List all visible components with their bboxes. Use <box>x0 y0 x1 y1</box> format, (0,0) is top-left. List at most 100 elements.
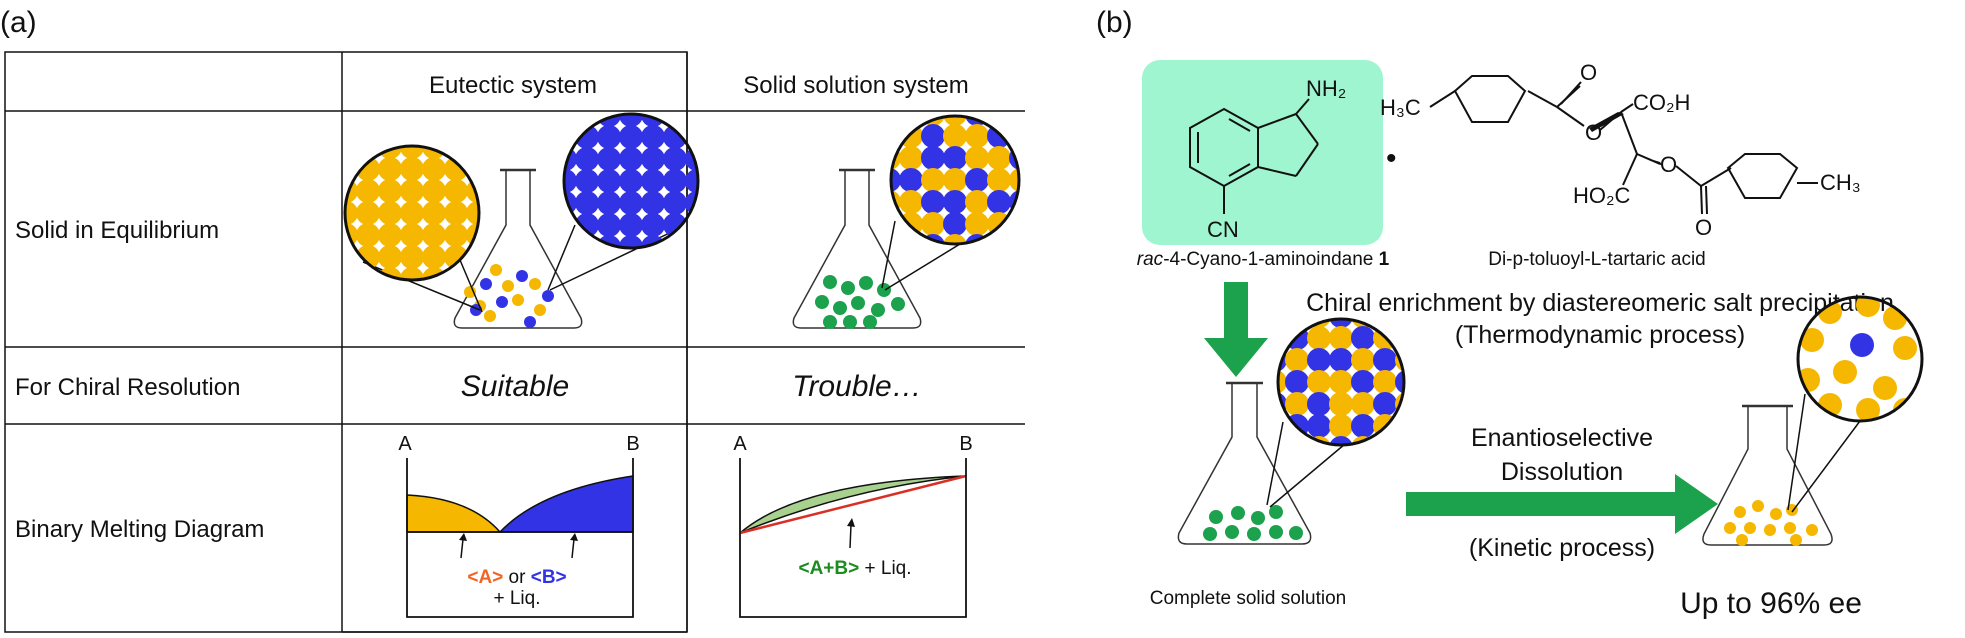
yellow-particle <box>1736 534 1748 546</box>
blue-particle <box>663 169 687 193</box>
green-particle <box>843 315 857 329</box>
mixed-particle <box>855 146 879 170</box>
green-particle <box>1209 510 1223 524</box>
panel-b-label: (b) <box>1096 6 1133 39</box>
mixed-particle <box>943 124 967 148</box>
blue-particle <box>575 191 599 215</box>
yellow-particle <box>490 264 502 276</box>
row-label-binary-melting: Binary Melting Diagram <box>15 516 264 543</box>
blue-particle <box>619 191 643 215</box>
complete-solid-flask <box>1177 381 1312 545</box>
green-particle <box>1225 525 1239 539</box>
mixed-particle <box>1395 326 1404 350</box>
eutectic-axis-a: A <box>398 433 412 455</box>
amine-cn: CN <box>1207 217 1239 242</box>
complete-solid-particles <box>1203 505 1303 541</box>
verdict-suitable: Suitable <box>461 370 569 403</box>
mixed-particle <box>1031 212 1055 236</box>
yellow-particle <box>488 245 512 269</box>
mixed-particle <box>855 212 879 236</box>
mixed-particle <box>1009 168 1019 192</box>
mixed-particle <box>1417 436 1441 460</box>
blue-particle <box>663 257 687 281</box>
mixed-particle <box>921 146 945 170</box>
solid-solution-flask <box>792 168 922 329</box>
eutectic-phase-label: <A> or <B> <box>467 567 566 588</box>
row-label-chiral-resolution: For Chiral Resolution <box>15 374 240 401</box>
yellow-particle <box>1724 522 1736 534</box>
mixed-particle <box>855 190 879 214</box>
mixed-particle <box>899 146 923 170</box>
blue-particle <box>531 257 555 281</box>
mixed-particle <box>1373 436 1397 445</box>
mixed-particle <box>1278 436 1287 445</box>
comparison-table <box>4 51 1025 633</box>
solid-solution-melting-diagram: A B <A+B> + Liq. <box>733 433 973 618</box>
yellow-particle <box>444 223 468 247</box>
yellow-particle <box>378 245 402 269</box>
result-label: Up to 96% ee <box>1680 587 1862 620</box>
mixed-particle <box>1278 370 1287 394</box>
kinetic-label: (Kinetic process) <box>1469 534 1655 562</box>
mixed-particle <box>921 190 945 214</box>
blue-particle <box>641 147 665 171</box>
eutectic-melting-diagram: A B <A> or <B> + Liq. <box>398 433 640 618</box>
acid-o1: O <box>1580 60 1597 85</box>
amine-structure <box>1189 98 1319 214</box>
blue-particle <box>641 191 665 215</box>
mixed-particle <box>1417 370 1441 394</box>
mixed-particle <box>1009 234 1019 244</box>
yellow-particle <box>488 179 512 203</box>
green-particle <box>815 295 829 309</box>
mixed-particle <box>1009 124 1019 148</box>
final-particles <box>1724 500 1818 546</box>
mixed-particle <box>1329 370 1353 394</box>
blue-particle <box>663 81 687 105</box>
mixed-particle <box>891 168 901 192</box>
acid-o4: O <box>1695 215 1712 240</box>
mixed-particle <box>1263 282 1287 306</box>
yellow-particle <box>1856 398 1880 421</box>
acid-name: Di-p-toluoyl-L-tartaric acid <box>1488 249 1706 270</box>
green-particle <box>1269 505 1283 519</box>
complete-solid-caption: Complete solid solution <box>1150 588 1346 609</box>
acid-ch3: CH₃ <box>1820 170 1861 195</box>
yellow-particle <box>444 179 468 203</box>
yellow-particle <box>312 201 336 225</box>
label-a: <A> <box>467 567 503 588</box>
yellow-particle <box>378 289 402 313</box>
green-particle <box>833 301 847 315</box>
blue-particle <box>480 278 492 290</box>
mixed-particle <box>921 124 945 148</box>
mixed-particle <box>1285 392 1309 416</box>
mixed-particle <box>1351 326 1375 350</box>
ss-axis-b: B <box>959 433 972 455</box>
mixed-particle <box>1329 392 1353 416</box>
blue-particle <box>619 213 643 237</box>
mixed-particle <box>1373 370 1397 394</box>
yellow-particle <box>466 146 479 159</box>
yellow-particle <box>400 201 424 225</box>
blue-particle <box>707 235 731 259</box>
yellow-particle <box>378 223 402 247</box>
mixed-particle <box>1307 458 1331 482</box>
mixed-particle <box>1031 80 1055 104</box>
mixed-particle <box>965 212 989 236</box>
blue-particle <box>707 147 731 171</box>
mixed-particle <box>1307 348 1331 372</box>
mixed-particle <box>1241 414 1265 438</box>
mixed-particle <box>1395 436 1404 445</box>
amine-name-main: -4-Cyano-1-aminoindane <box>1163 249 1378 270</box>
mixed-particle <box>855 124 879 148</box>
yellow-particle <box>400 113 424 137</box>
yellow-particle <box>534 304 546 316</box>
panel-a-label: (a) <box>0 6 37 39</box>
yellow-particle <box>502 280 514 292</box>
mixed-particle <box>891 116 901 126</box>
mixed-particle <box>1373 392 1397 416</box>
green-particle <box>1203 527 1217 541</box>
green-particle <box>871 303 885 317</box>
mixed-particle <box>1395 414 1404 438</box>
yellow-particle <box>422 223 446 247</box>
yellow-particle <box>1744 522 1756 534</box>
